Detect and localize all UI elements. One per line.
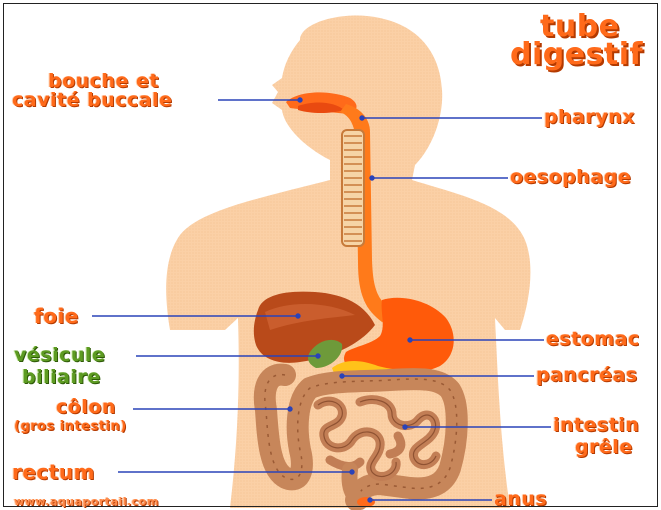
label-pharynx: pharynx [544,108,635,127]
label-estomac: estomac [546,330,640,349]
label-colon-2: (gros intestin) [14,420,127,433]
label-anus: anus [494,490,547,509]
label-pancreas: pancréas [536,366,638,385]
label-intestin-1: intestin [553,416,639,435]
label-foie: foie [34,306,79,326]
label-bouche-2: cavité buccale [12,91,172,110]
label-vesicule-1: vésicule [14,346,105,365]
label-intestin-2: grêle [575,438,633,457]
label-colon-1: côlon [56,398,116,417]
label-rectum: rectum [12,462,95,482]
watermark: www.aquaportail.com [14,496,159,507]
label-oesophage: oesophage [510,168,631,187]
label-vesicule-2: biliaire [22,368,101,387]
title-line-2: digestif [510,40,643,70]
